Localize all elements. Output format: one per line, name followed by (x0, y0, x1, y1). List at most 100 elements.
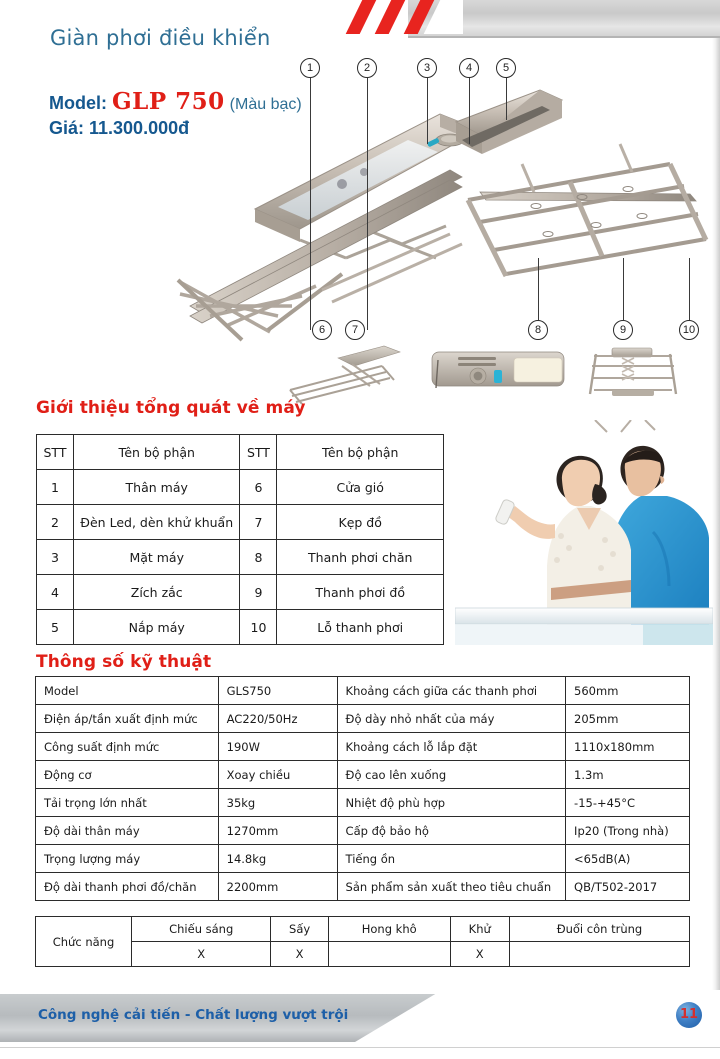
callout-8: 8 (528, 320, 548, 340)
spec-value: 1110x180mm (565, 732, 690, 761)
spec-section-heading: Thông số kỹ thuật (36, 652, 212, 672)
cell-stt: 8 (239, 539, 278, 575)
page-title: Giàn phơi điều khiển (50, 26, 271, 50)
cell-stt: 10 (239, 609, 278, 645)
table-row: Model GLS750 Khoảng cách giữa các thanh … (35, 676, 690, 705)
function-header: Khử (449, 916, 510, 942)
spec-value: 2200mm (217, 872, 338, 901)
spec-key: Công suất định mức (35, 732, 219, 761)
leader-line-4 (469, 78, 470, 144)
lifestyle-photo (455, 420, 713, 645)
red-stripes-logo (345, 0, 463, 34)
function-value-row: X X X (36, 941, 691, 967)
leader-line-8 (538, 258, 539, 320)
model-line: Model: GLP 750 (Màu bạc) (49, 88, 302, 115)
spec-value: <65dB(A) (565, 844, 690, 873)
function-value (327, 941, 451, 967)
model-code: GLP 750 (112, 88, 225, 115)
function-value: X (449, 941, 510, 967)
callout-9: 9 (613, 320, 633, 340)
spec-key: Điện áp/tần xuất định mức (35, 704, 219, 733)
spec-value: 190W (217, 732, 338, 761)
table-row: 3 Mặt máy 8 Thanh phơi chăn (36, 539, 444, 575)
table-row: Điện áp/tần xuất định mức AC220/50Hz Độ … (35, 704, 690, 733)
callout-10: 10 (679, 320, 699, 340)
leader-line-3 (427, 78, 428, 144)
spec-key: Độ dài thanh phơi đồ/chăn (35, 872, 219, 901)
spec-value: -15-+45°C (565, 788, 690, 817)
spec-value: Xoay chiều (217, 760, 338, 789)
footer-slogan: Công nghệ cải tiến - Chất lượng vượt trộ… (38, 1007, 349, 1023)
table-row: 2 Đèn Led, dèn khử khuẩn 7 Kẹp đồ (36, 504, 444, 540)
spec-key: Cấp độ bảo hộ (336, 816, 567, 845)
header-name-left: Tên bộ phận (72, 434, 241, 470)
cell-stt: 2 (36, 504, 74, 540)
callout-6: 6 (312, 320, 332, 340)
leader-line-10 (689, 258, 690, 320)
spec-key: Khoảng cách giữa các thanh phơi (336, 676, 567, 705)
spec-key: Động cơ (35, 760, 219, 789)
spec-key: Model (35, 676, 219, 705)
cell-name: Mặt máy (72, 539, 241, 575)
cell-name: Thân máy (72, 469, 241, 505)
parts-section-heading: Giới thiệu tổng quát về máy (36, 398, 306, 418)
cell-name: Zích zắc (72, 574, 241, 610)
page-edge-right (712, 38, 720, 998)
table-row: 1 Thân máy 6 Cửa gió (36, 469, 444, 505)
spec-key: Tiếng ồn (336, 844, 567, 873)
spec-key: Trọng lượng máy (35, 844, 219, 873)
table-row: Động cơ Xoay chiều Độ cao lên xuống 1.3m (35, 760, 690, 789)
stripe-icon (368, 0, 410, 34)
cell-name: Nắp máy (72, 609, 241, 645)
function-header: Hong khô (327, 916, 451, 942)
cell-stt: 4 (36, 574, 74, 610)
callout-7: 7 (345, 320, 365, 340)
cell-name: Thanh phơi chăn (276, 539, 444, 575)
model-color: (Màu bạc) (229, 96, 302, 113)
model-label: Model: (49, 93, 107, 113)
spec-key: Độ cao lên xuống (336, 760, 567, 789)
spec-value: 1.3m (565, 760, 690, 789)
table-header-row: STT Tên bộ phận STT Tên bộ phận (36, 434, 444, 470)
product-illustration (150, 44, 710, 344)
cell-name: Lỗ thanh phơi (276, 609, 444, 645)
spec-value: AC220/50Hz (217, 704, 338, 733)
callout-3: 3 (417, 58, 437, 78)
spec-value: 35kg (217, 788, 338, 817)
header-name-right: Tên bộ phận (276, 434, 444, 470)
leader-line-2 (367, 78, 368, 330)
price-line: Giá: 11.300.000đ (49, 118, 190, 138)
function-table: Chức năng Chiếu sáng Sấy Hong khô Khử Đu… (35, 916, 691, 967)
header-stt-left: STT (36, 434, 74, 470)
page-footer: Công nghệ cải tiến - Chất lượng vượt trộ… (0, 990, 720, 1059)
cell-stt: 7 (239, 504, 278, 540)
function-header: Sấy (270, 916, 329, 942)
footer-rule (0, 1047, 720, 1048)
callout-1: 1 (300, 58, 320, 78)
detail-photo-strip (282, 344, 702, 406)
spec-value: GLS750 (217, 676, 338, 705)
function-label: Chức năng (35, 916, 132, 967)
spec-key: Sản phẩm sản xuất theo tiêu chuẩn (336, 872, 567, 901)
table-row: Công suất định mức 190W Khoảng cách lỗ l… (35, 732, 690, 761)
spec-key: Khoảng cách lỗ lắp đặt (336, 732, 567, 761)
table-row: Độ dài thanh phơi đồ/chăn 2200mm Sản phẩ… (35, 872, 690, 901)
spec-value: 560mm (565, 676, 690, 705)
table-row: Tải trọng lớn nhất 35kg Nhiệt độ phù hợp… (35, 788, 690, 817)
function-value (508, 941, 691, 967)
spec-value: QB/T502-2017 (565, 872, 690, 901)
cell-stt: 9 (239, 574, 278, 610)
cell-name: Đèn Led, dèn khử khuẩn (72, 504, 241, 540)
function-header-row: Chức năng Chiếu sáng Sấy Hong khô Khử Đu… (35, 916, 691, 967)
callout-2: 2 (357, 58, 377, 78)
function-header: Đuổi côn trùng (508, 916, 691, 942)
cell-name: Cửa gió (276, 469, 444, 505)
cell-stt: 3 (36, 539, 74, 575)
page-number-badge: 11 (676, 1002, 702, 1028)
function-header: Chiếu sáng (130, 916, 272, 942)
spec-key: Tải trọng lớn nhất (35, 788, 219, 817)
cell-stt: 5 (36, 609, 74, 645)
cell-name: Kẹp đồ (276, 504, 444, 540)
cell-stt: 6 (239, 469, 278, 505)
